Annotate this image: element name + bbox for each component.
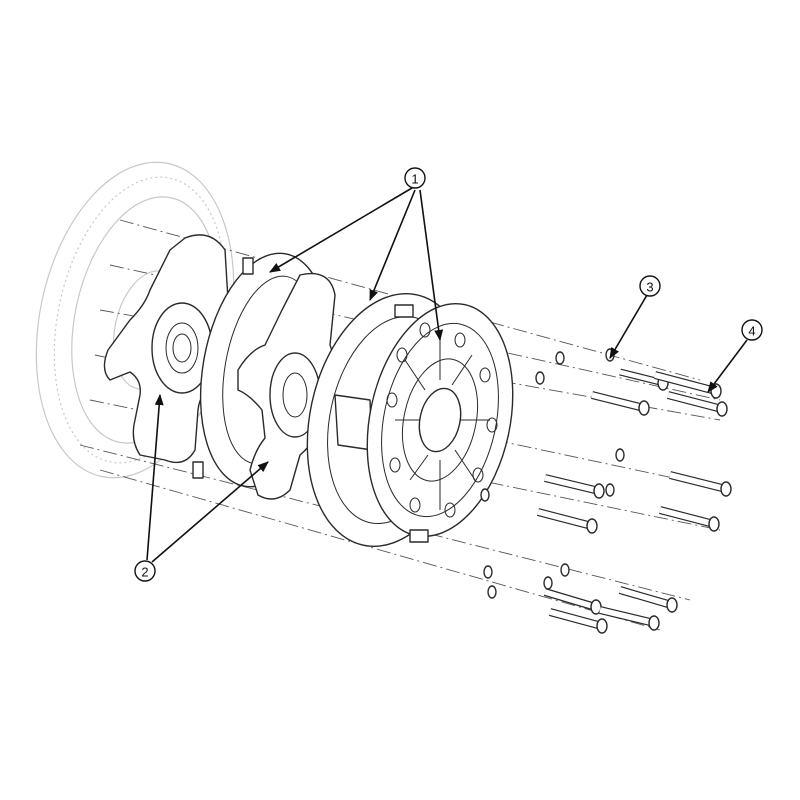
bolt bbox=[618, 586, 678, 613]
bolt bbox=[591, 391, 650, 416]
callout-4-label: 4 bbox=[748, 324, 755, 339]
leader-lines bbox=[146, 187, 748, 563]
bolt bbox=[548, 608, 608, 634]
bolt bbox=[544, 474, 605, 499]
callout-1: 1 bbox=[404, 167, 426, 189]
bolt bbox=[658, 506, 720, 532]
pressure-plate-assembly bbox=[306, 292, 514, 548]
callout-2-label: 2 bbox=[141, 565, 148, 580]
bolts bbox=[536, 368, 732, 634]
callout-2: 2 bbox=[134, 560, 156, 582]
friction-disc-front bbox=[103, 234, 259, 464]
callout-1-label: 1 bbox=[411, 172, 418, 187]
bolt bbox=[543, 588, 602, 615]
bolt bbox=[669, 471, 732, 497]
callout-3-label: 3 bbox=[646, 280, 653, 295]
bolt bbox=[666, 391, 728, 417]
bolt bbox=[599, 606, 660, 631]
bolt bbox=[536, 508, 598, 534]
callout-3: 3 bbox=[639, 275, 661, 297]
callout-4: 4 bbox=[741, 319, 763, 341]
